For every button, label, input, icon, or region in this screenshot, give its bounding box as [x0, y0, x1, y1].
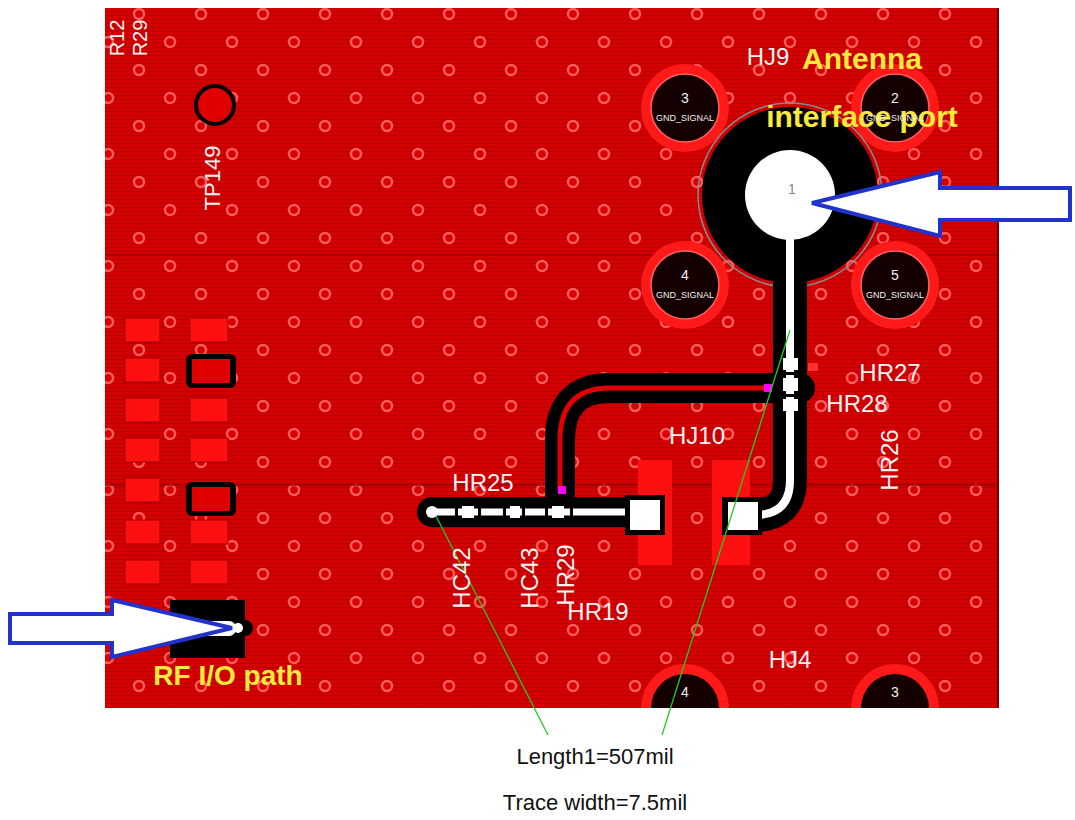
ref-designator: HJ10	[669, 423, 725, 449]
leader-line	[436, 330, 790, 735]
ref-designator: HR26	[877, 429, 903, 490]
pin-number: 3	[891, 685, 899, 700]
ref-designator: HR25	[452, 470, 513, 496]
pin-number: 5	[891, 268, 899, 283]
ref-designator: HR27	[859, 360, 920, 386]
board	[105, 8, 998, 708]
callout-title: Antenna interface port	[745, 30, 980, 146]
dimension-note: Trace width=7.5mil	[503, 791, 687, 815]
ref-designator: HC42	[449, 547, 475, 608]
pin-number: 4	[681, 685, 689, 700]
ref-designator: HJ9	[747, 44, 790, 70]
net-name: GND_SIGNAL	[866, 114, 924, 124]
ref-designator: R29	[129, 20, 151, 57]
net-name: GND_SIGNAL	[656, 114, 714, 124]
left-parts	[170, 354, 253, 658]
ref-designator: HC43	[517, 547, 543, 608]
net-name: GND_SIGNAL	[656, 291, 714, 301]
test-point-label: TP149	[201, 146, 225, 211]
rf-traces	[426, 150, 835, 535]
dimension-note: Length1=507mil	[516, 745, 673, 769]
callout-arrow	[10, 172, 1070, 657]
callout-title: RF I/O path	[153, 661, 302, 692]
ref-designator: HR28	[826, 391, 887, 417]
net-name: GND_SIGNAL	[866, 291, 924, 301]
pin-number: 1	[788, 182, 796, 197]
pin-number: 3	[681, 91, 689, 106]
ref-designator: R12	[106, 20, 128, 57]
ref-designator: HR19	[567, 599, 628, 625]
pin-number: 4	[681, 268, 689, 283]
test-point	[196, 86, 234, 124]
ref-designator: HJ4	[769, 647, 812, 673]
ref-designator: HR29	[553, 544, 579, 605]
pin-number: 2	[891, 91, 899, 106]
